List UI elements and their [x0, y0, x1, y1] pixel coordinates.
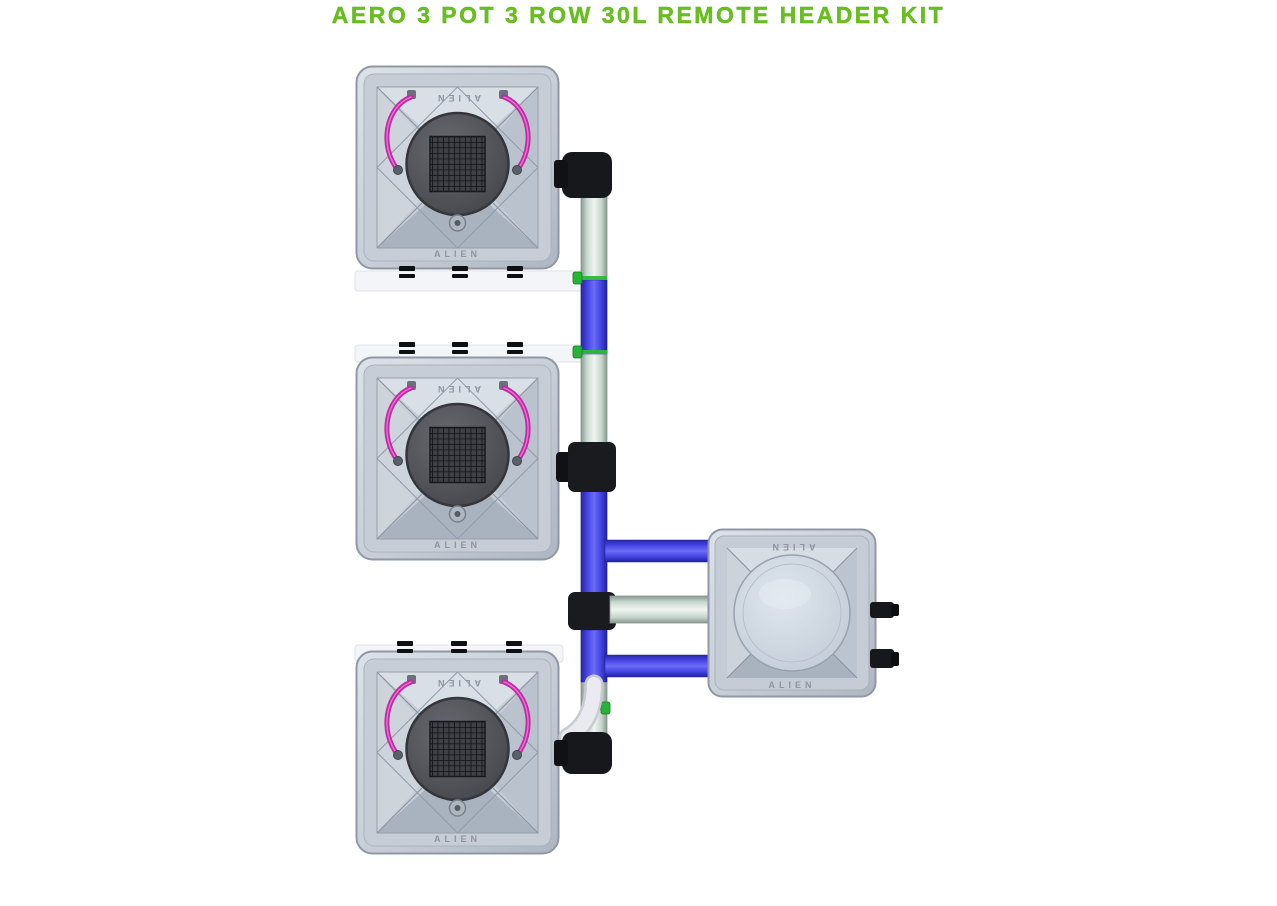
tee-fitting-header [568, 592, 616, 630]
elbow-fitting-top [562, 152, 612, 198]
pipe-clamp-1 [572, 271, 607, 285]
header-metal-pipe [609, 595, 711, 624]
page-title: AERO 3 POT 3 ROW 30L REMOTE HEADER KIT [331, 2, 946, 28]
header-blue-pipe-upper [604, 539, 712, 563]
vertical-pipe-blue-1 [580, 279, 608, 355]
pot-1 [357, 67, 559, 269]
remote-header-tank [707, 528, 877, 698]
elbow-fitting-bottom [562, 732, 612, 774]
vertical-pipe-blue-3 [580, 629, 608, 683]
header-blue-pipe-lower [604, 654, 712, 678]
manifold-pipe-row-1 [354, 270, 602, 292]
tank-fitting-lower [870, 649, 899, 668]
elbow-stub-bottom [554, 740, 568, 766]
pot-3 [357, 652, 559, 854]
vertical-pipe-blue-2 [580, 487, 608, 595]
elbow-stub-top [554, 160, 568, 188]
pot-2 [357, 358, 559, 560]
pipe-clamp-2 [572, 345, 607, 359]
tee-fitting-row-2 [568, 442, 616, 492]
tank-fitting-upper [870, 602, 899, 618]
